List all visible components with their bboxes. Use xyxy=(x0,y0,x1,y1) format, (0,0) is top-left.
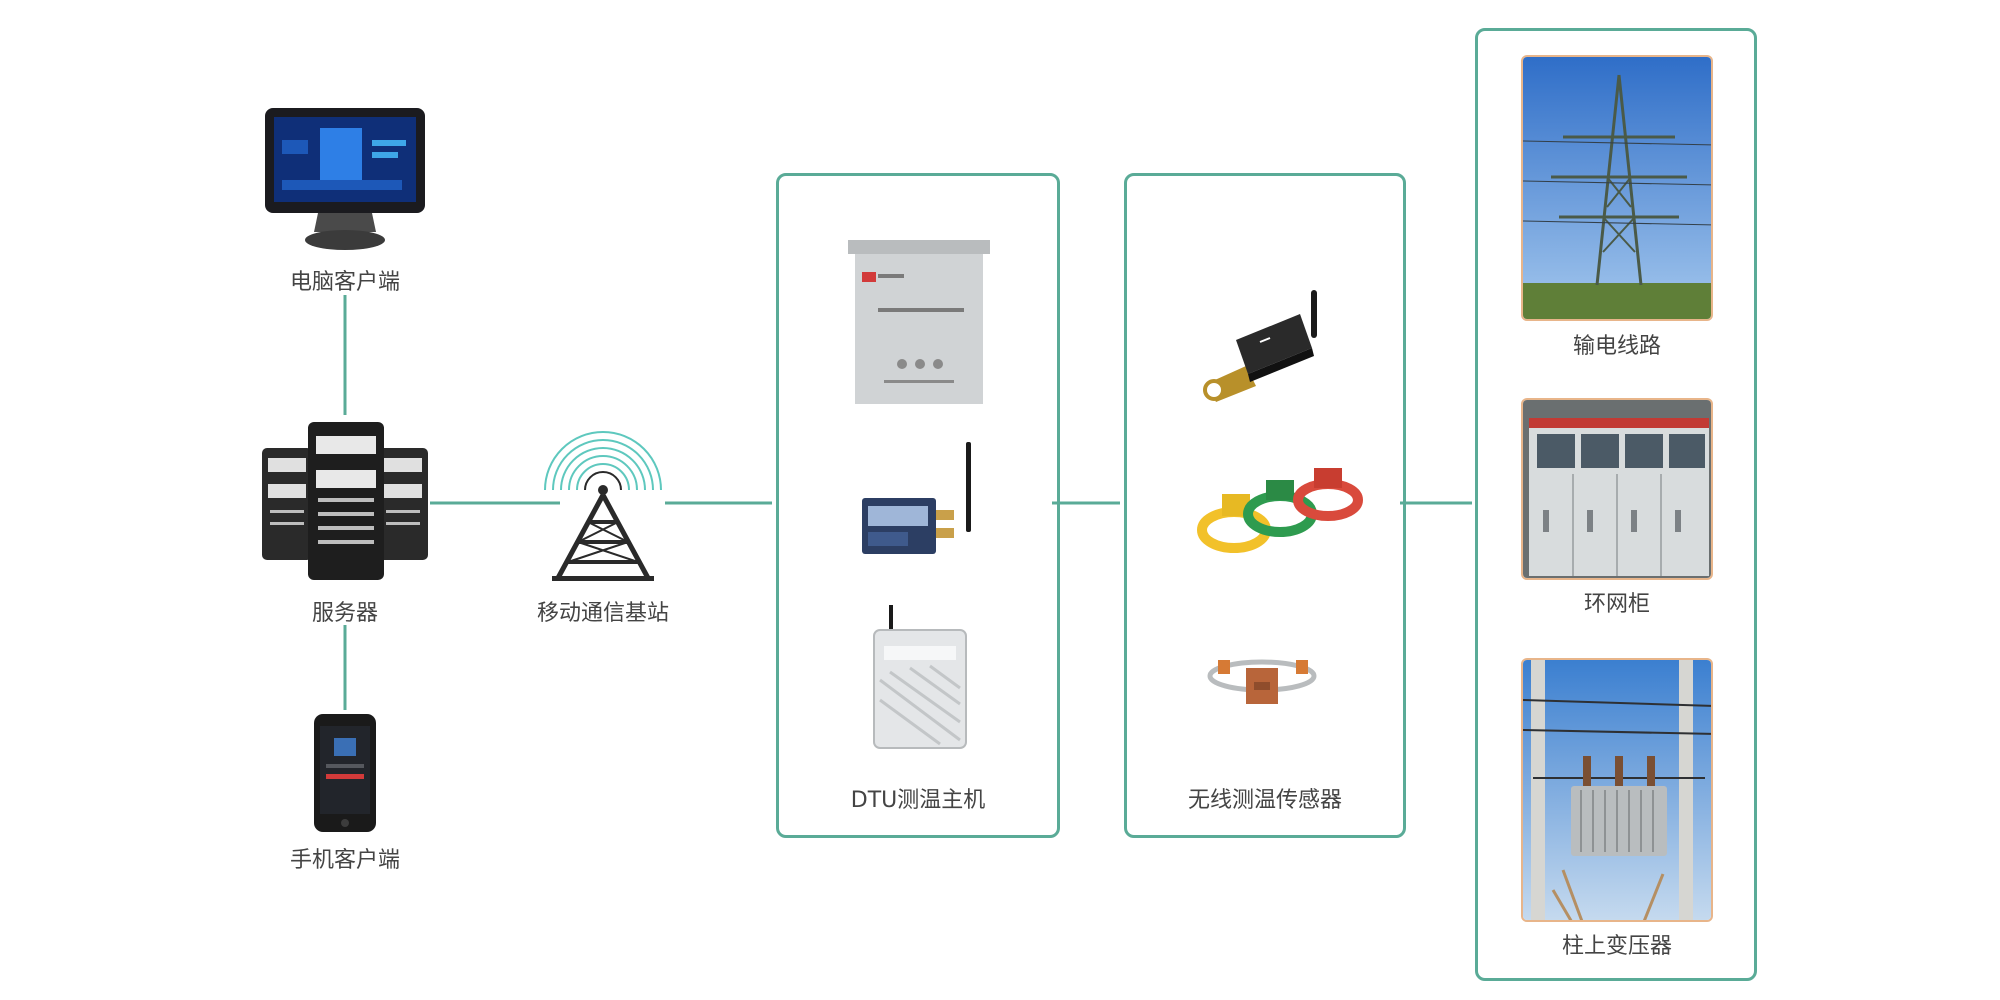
ring-main-unit-label: 环网柜 xyxy=(1583,592,1651,617)
wireless-sensor-label: 无线测温传感器 xyxy=(1187,788,1343,813)
pc-client-label: 电脑客户端 xyxy=(289,270,401,295)
field-equipment-group xyxy=(1475,28,1757,981)
dtu-host-group xyxy=(776,173,1060,838)
base-station-label: 移动通信基站 xyxy=(536,601,670,626)
ring-main-unit-photo xyxy=(1521,398,1713,580)
transmission-tower-photo xyxy=(1521,55,1713,321)
server-label: 服务器 xyxy=(311,601,379,626)
transmission-line-label: 输电线路 xyxy=(1572,334,1662,359)
dtu-host-label: DTU测温主机 xyxy=(850,788,986,813)
sensor-group xyxy=(1124,173,1406,838)
pole-transformer-photo xyxy=(1521,658,1713,922)
mobile-client-label: 手机客户端 xyxy=(289,848,401,873)
pole-transformer-label: 柱上变压器 xyxy=(1561,934,1673,959)
